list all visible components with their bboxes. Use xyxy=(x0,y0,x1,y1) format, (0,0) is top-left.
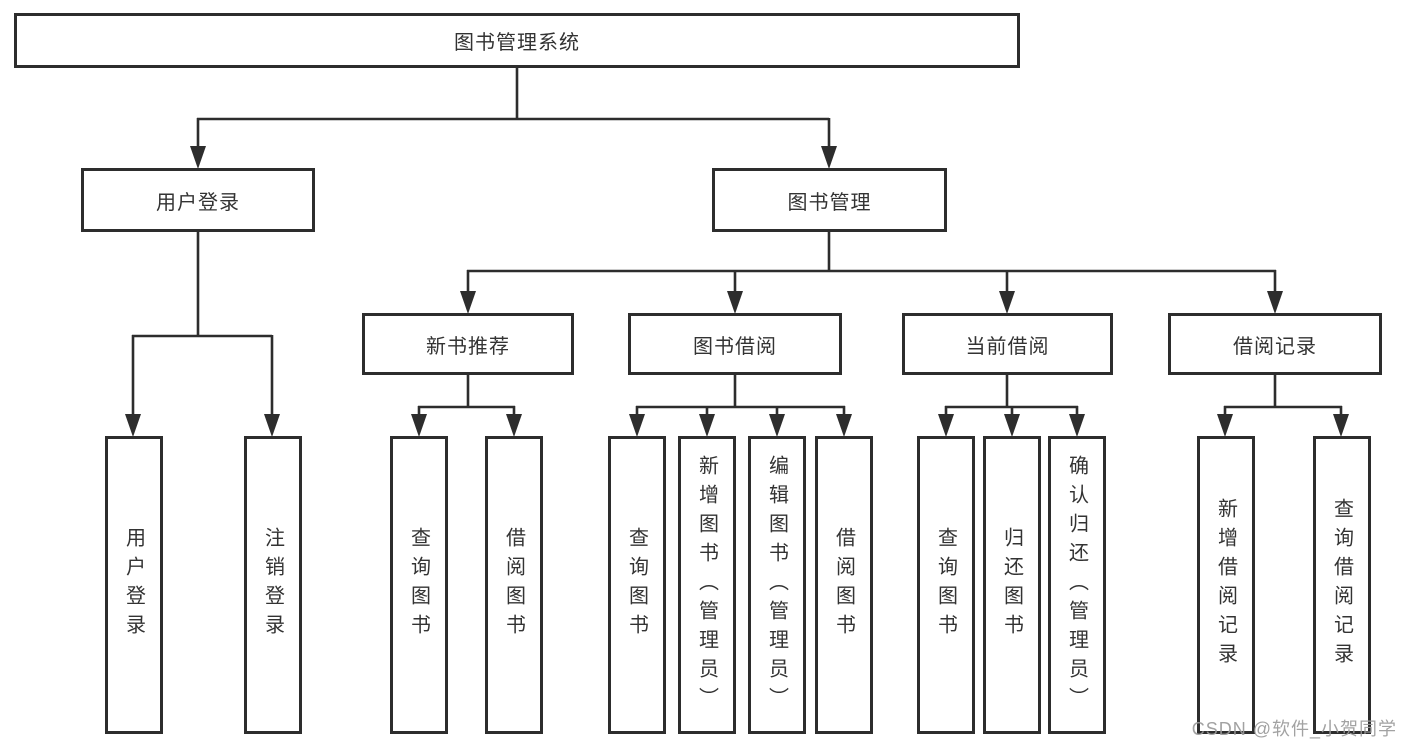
leaf-add-book-admin-label: 新增图书（管理员） xyxy=(695,454,718,716)
node-borrow-records: 借阅记录 xyxy=(1168,313,1382,375)
leaf-query-books-current-label: 查询图书 xyxy=(934,527,957,643)
leaf-query-books-borrow-label: 查询图书 xyxy=(625,527,648,643)
leaf-confirm-return-admin-label: 确认归还（管理员） xyxy=(1065,454,1088,716)
leaf-logout: 注销登录 xyxy=(244,436,302,734)
leaf-confirm-return-admin: 确认归还（管理员） xyxy=(1048,436,1106,734)
node-book-borrow-label: 图书借阅 xyxy=(693,335,777,358)
leaf-query-books-recommend: 查询图书 xyxy=(390,436,448,734)
leaf-borrow-books: 借阅图书 xyxy=(815,436,873,734)
leaf-edit-book-admin-label: 编辑图书（管理员） xyxy=(765,454,788,716)
node-new-book-recommend-label: 新书推荐 xyxy=(426,335,510,358)
node-user-login: 用户登录 xyxy=(81,168,315,232)
leaf-add-borrow-record-label: 新增借阅记录 xyxy=(1214,498,1237,672)
leaf-add-book-admin: 新增图书（管理员） xyxy=(678,436,736,734)
node-current-borrow-label: 当前借阅 xyxy=(965,335,1050,358)
node-new-book-recommend: 新书推荐 xyxy=(362,313,574,375)
leaf-borrow-books-recommend: 借阅图书 xyxy=(485,436,543,734)
watermark: CSDN @软件_小贺同学 xyxy=(1191,719,1397,739)
leaf-borrow-books-recommend-label: 借阅图书 xyxy=(502,527,525,643)
leaf-query-books-current: 查询图书 xyxy=(917,436,975,734)
leaf-user-login-label: 用户登录 xyxy=(122,527,145,643)
node-current-borrow: 当前借阅 xyxy=(902,313,1113,375)
leaf-user-login: 用户登录 xyxy=(105,436,163,734)
node-borrow-records-label: 借阅记录 xyxy=(1233,335,1317,358)
node-root-library-system: 图书管理系统 xyxy=(14,13,1020,68)
leaf-query-borrow-record-label: 查询借阅记录 xyxy=(1330,498,1353,672)
leaf-borrow-books-label: 借阅图书 xyxy=(832,527,855,643)
arrowheads xyxy=(125,146,1349,437)
leaf-edit-book-admin: 编辑图书（管理员） xyxy=(748,436,806,734)
leaf-add-borrow-record: 新增借阅记录 xyxy=(1197,436,1255,734)
node-root-label: 图书管理系统 xyxy=(454,32,580,54)
leaf-query-books-recommend-label: 查询图书 xyxy=(407,527,430,643)
leaf-return-books: 归还图书 xyxy=(983,436,1041,734)
leaf-query-books-borrow: 查询图书 xyxy=(608,436,666,734)
node-book-borrow: 图书借阅 xyxy=(628,313,842,375)
node-user-login-label: 用户登录 xyxy=(156,191,240,214)
leaf-logout-label: 注销登录 xyxy=(261,527,284,643)
node-book-management-label: 图书管理 xyxy=(787,191,872,214)
leaf-query-borrow-record: 查询借阅记录 xyxy=(1313,436,1371,734)
leaf-return-books-label: 归还图书 xyxy=(1000,527,1023,643)
node-book-management: 图书管理 xyxy=(712,168,947,232)
